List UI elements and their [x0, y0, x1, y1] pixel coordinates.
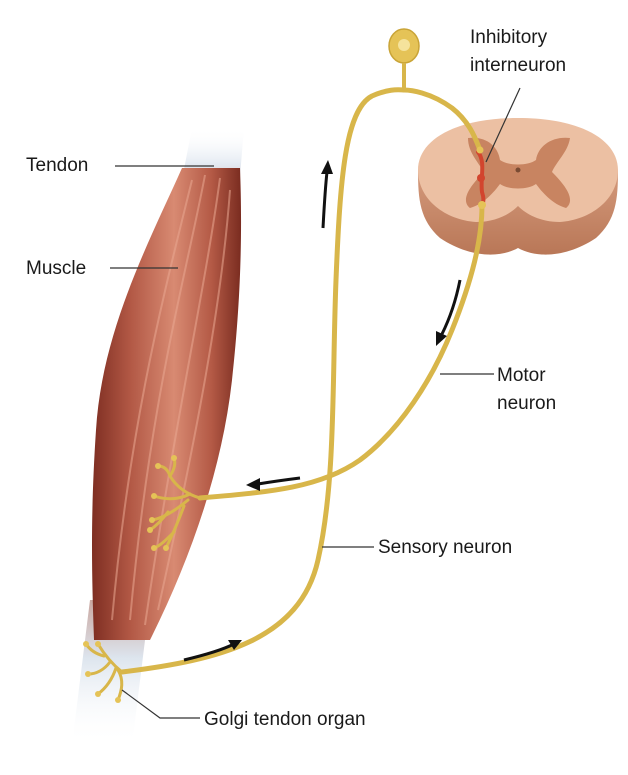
central-canal — [515, 167, 521, 173]
inhibitory-interneuron — [476, 146, 486, 209]
gray-matter — [465, 137, 571, 208]
sensory-neuron — [119, 87, 483, 675]
arrow-motor-left — [246, 476, 301, 491]
label-tendon: Tendon — [26, 155, 89, 176]
arrow-motor-down — [436, 279, 462, 346]
spinal-cord — [418, 118, 618, 255]
label-inhibitory-line1: Inhibitory — [470, 27, 548, 48]
motor-endplate-tips — [147, 455, 177, 551]
leader-lines — [110, 87, 521, 719]
label-golgi-tendon-organ: Golgi tendon organ — [204, 709, 366, 730]
label-muscle: Muscle — [26, 258, 87, 279]
label-inhibitory-line2: interneuron — [470, 55, 567, 76]
arrow-sensory-bottom — [183, 640, 242, 662]
arrow-sensory-up — [321, 160, 333, 229]
label-motor-line1: Motor — [497, 365, 546, 386]
label-motor-neuron: Motor neuron — [497, 362, 556, 418]
label-sensory-neuron: Sensory neuron — [378, 537, 513, 558]
sensory-cell-body — [388, 28, 420, 90]
motor-neuron — [197, 202, 485, 501]
label-motor-line2: neuron — [497, 393, 557, 414]
label-inhibitory-interneuron: Inhibitory interneuron — [470, 24, 566, 80]
golgi-tips — [83, 641, 121, 703]
muscle-belly — [92, 168, 242, 640]
